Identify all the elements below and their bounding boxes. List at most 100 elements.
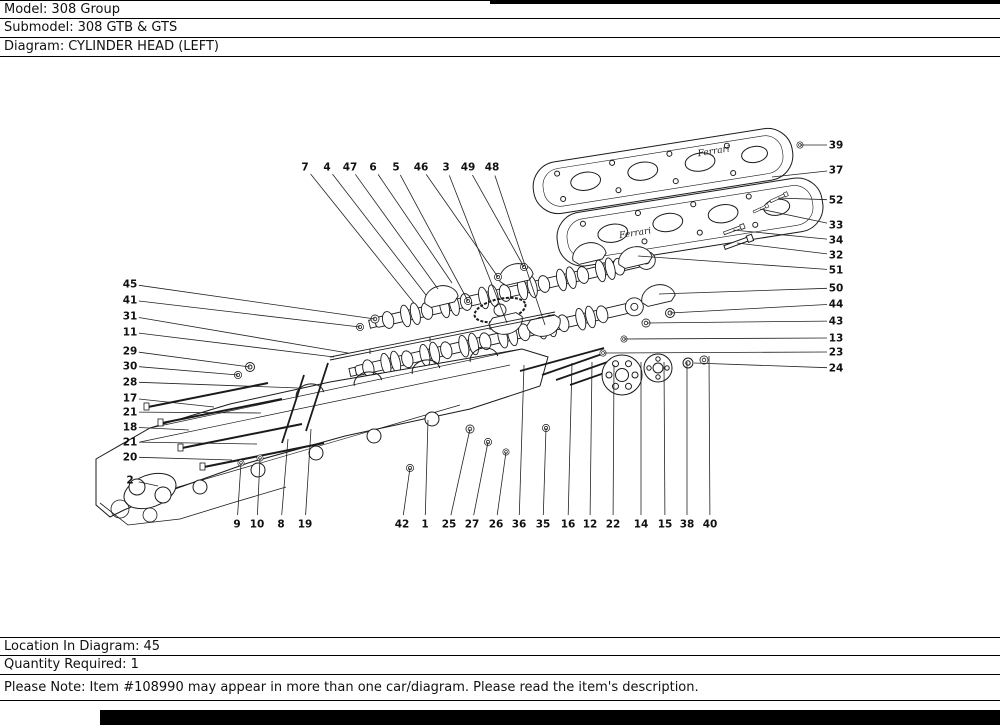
callout-18: 18 [123,422,138,434]
leader-line-32 [736,242,828,255]
callout-8: 8 [277,519,284,531]
callout-23: 23 [829,347,844,359]
leader-line-18 [138,427,190,431]
callout-34: 34 [829,235,844,247]
head-studs-left [143,382,325,471]
callout-44: 44 [829,299,844,311]
callout-33: 33 [829,220,844,232]
leader-line-20 [138,456,233,461]
callout-51: 51 [829,265,844,277]
leader-line-46 [425,174,499,278]
callout-15: 15 [658,519,673,531]
callout-29: 29 [123,346,138,358]
leader-line-3 [448,175,508,324]
callout-10: 10 [250,519,265,531]
leader-line-35 [542,427,547,516]
valve-cover-rear: Ferrari [532,127,794,215]
leader-line-11 [138,332,335,358]
note-value: Item #108990 may appear in more than one… [89,680,699,695]
leader-line-33 [759,208,828,224]
callout-41: 41 [123,295,138,307]
callout-2: 2 [126,475,133,487]
submodel-row: Submodel:308 GTB & GTS [0,19,1000,38]
leader-line-17 [138,398,215,408]
leader-line-28 [138,381,300,389]
callout-14: 14 [634,519,649,531]
callout-42: 42 [395,519,410,531]
callout-20: 20 [123,452,138,464]
leader-line-50 [658,287,828,295]
callout-9: 9 [233,519,240,531]
leader-line-19 [305,428,312,516]
leader-line-43 [646,320,828,324]
head-studs-vertical [281,362,329,444]
callout-19: 19 [298,519,313,531]
callout-25: 25 [442,519,457,531]
leader-line-1 [424,419,429,516]
callout-30: 30 [123,361,138,373]
leader-line-45 [138,284,376,320]
leader-line-10 [257,457,261,516]
callout-12: 12 [583,519,598,531]
leader-line-26 [496,451,507,516]
leader-line-29 [138,351,251,368]
callout-21: 21 [123,407,138,419]
leader-line-27 [473,441,489,516]
parts-diagram: Ferrari Ferrari [95,127,844,531]
leader-line-37 [771,170,828,178]
callout-50: 50 [829,283,844,295]
note-label: Please Note: [4,680,86,695]
callout-43: 43 [829,316,844,328]
leader-line-25 [450,428,471,516]
note-row: Please Note:Item #108990 may appear in m… [0,675,1000,701]
leader-line-48 [494,175,546,326]
leader-line-30 [138,366,239,376]
leader-line-51 [637,255,828,270]
leader-line-7 [310,173,415,304]
leader-line-16 [567,362,573,516]
leader-line-31 [138,317,349,354]
callout-22: 22 [606,519,621,531]
leader-line-6 [377,174,453,284]
diagram-area: Ferrari Ferrari [0,57,1000,637]
quantity-row: Quantity Required:1 [0,656,1000,675]
callout-3: 3 [442,162,449,174]
callout-49: 49 [461,162,476,174]
callout-39: 39 [829,140,844,152]
diagram-label: Diagram: [4,39,65,54]
callout-36: 36 [512,519,527,531]
callout-6: 6 [369,162,376,174]
callout-40: 40 [703,519,718,531]
callout-24: 24 [829,363,844,375]
callout-13: 13 [829,333,844,345]
diagram-value: CYLINDER HEAD (LEFT) [68,39,219,54]
callout-45: 45 [123,279,138,291]
leader-line-9 [237,462,242,516]
callout-46: 46 [414,162,429,174]
callout-1: 1 [421,519,428,531]
callout-47: 47 [343,162,358,174]
location-label: Location In Diagram: [4,639,140,654]
leader-line-52 [777,197,828,201]
callout-52: 52 [829,195,844,207]
callout-21: 21 [123,437,138,449]
leader-line-22 [612,364,615,516]
callout-11: 11 [123,327,138,339]
quantity-label: Quantity Required: [4,657,127,672]
leader-line-49 [472,174,525,268]
callout-26: 26 [489,519,504,531]
callout-37: 37 [829,165,844,177]
location-row: Location In Diagram:45 [0,637,1000,656]
model-row: Model:308 Group [0,0,1000,19]
leader-line-13 [623,337,828,340]
callout-16: 16 [561,519,576,531]
submodel-value: 308 GTB & GTS [77,20,178,35]
leader-line-44 [669,304,828,314]
bottom-scan-bar [100,710,1000,725]
top-scan-bar [490,0,1000,4]
callout-31: 31 [123,311,138,323]
location-value: 45 [143,639,161,654]
engine-block-hint [99,486,287,526]
